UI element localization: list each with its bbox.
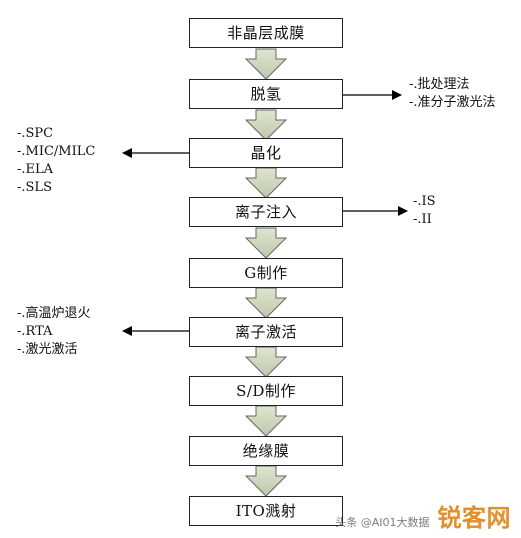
flow-arrow-6 — [244, 346, 288, 378]
flow-arrow-2 — [244, 109, 288, 141]
note-item: -.批处理法 — [409, 77, 470, 92]
note-item: -.高温炉退火 — [17, 306, 91, 321]
process-step-amorphous-film: 非晶层成膜 — [189, 18, 343, 48]
watermark: 头条 @AI01大数据 锐客网 — [335, 506, 511, 530]
process-step-insulating-film: 绝缘膜 — [189, 436, 343, 466]
process-step-ito-sputtering: ITO溅射 — [189, 496, 343, 526]
flow-arrow-5 — [244, 287, 288, 319]
process-step-dehydrogenation: 脱氢 — [189, 79, 343, 109]
note-item: -.激光激活 — [17, 342, 78, 357]
flow-arrow-3 — [244, 167, 288, 199]
note-crystallization-methods: -.SPC -.MIC/MILC -.ELA -.SLS — [17, 125, 95, 197]
note-item: -.IS — [413, 194, 436, 209]
flow-arrow-7 — [244, 405, 288, 437]
note-item: -.ELA — [17, 162, 54, 177]
process-step-ion-implantation: 离子注入 — [189, 197, 343, 227]
note-activation-methods: -.高温炉退火 -.RTA -.激光激活 — [17, 305, 91, 359]
note-dehydrogenation-methods: -.批处理法 -.准分子激光法 — [409, 76, 496, 112]
watermark-author: 头条 @AI01大数据 — [335, 516, 430, 529]
watermark-brand: 锐客网 — [437, 504, 511, 532]
process-step-ion-activation: 离子激活 — [189, 317, 343, 347]
note-item: -.SLS — [17, 180, 52, 195]
process-step-crystallization: 晶化 — [189, 138, 343, 168]
flow-arrow-1 — [244, 48, 288, 80]
flow-arrow-8 — [244, 465, 288, 497]
flow-arrow-4 — [244, 227, 288, 259]
process-step-source-drain-fabrication: S/D制作 — [189, 376, 343, 406]
note-implant-methods: -.IS -.II — [413, 193, 436, 229]
process-step-gate-fabrication: G制作 — [189, 258, 343, 288]
note-item: -.SPC — [17, 126, 54, 141]
note-item: -.MIC/MILC — [17, 144, 96, 159]
note-item: -.II — [413, 212, 432, 227]
note-item: -.准分子激光法 — [409, 95, 496, 110]
note-item: -.RTA — [17, 324, 53, 339]
